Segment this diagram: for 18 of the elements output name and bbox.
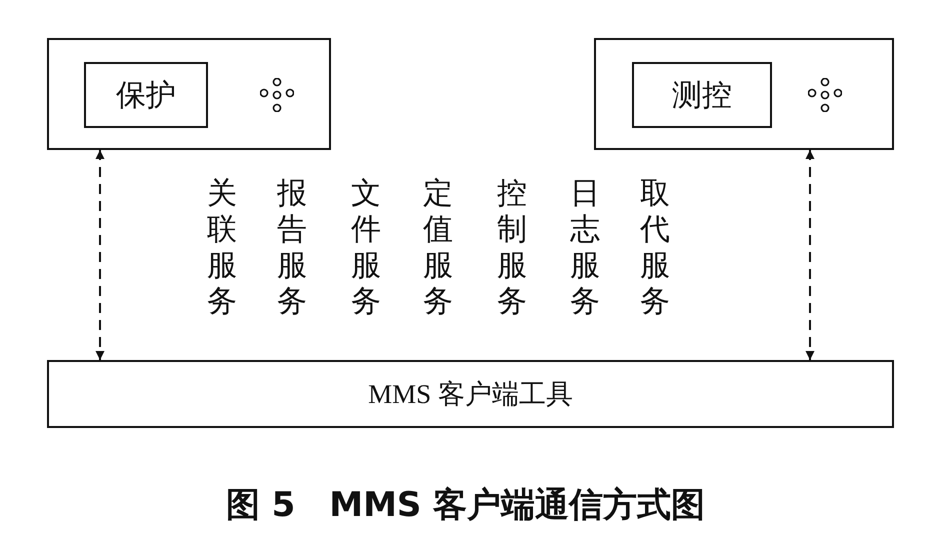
tool-box	[47, 360, 894, 428]
service-label: 报告服务	[277, 176, 307, 320]
dashed-arrow	[806, 150, 814, 360]
service-label: 日志服务	[570, 176, 600, 320]
service-label: 控制服务	[497, 176, 527, 320]
function-box	[84, 62, 208, 128]
service-label: 定值服务	[423, 176, 453, 320]
box-label: 保护	[116, 76, 176, 114]
service-label: 关联服务	[207, 176, 237, 320]
box-label: 测控	[672, 76, 732, 114]
device-box	[47, 38, 331, 150]
function-box	[632, 62, 772, 128]
dashed-arrow	[96, 150, 104, 360]
box-label: MMS 客户端工具	[368, 378, 573, 411]
figure-caption: 图 5 MMS 客户端通信方式图	[224, 484, 706, 527]
service-label: 取代服务	[640, 176, 670, 320]
device-box	[594, 38, 894, 150]
service-label: 文件服务	[351, 176, 381, 320]
